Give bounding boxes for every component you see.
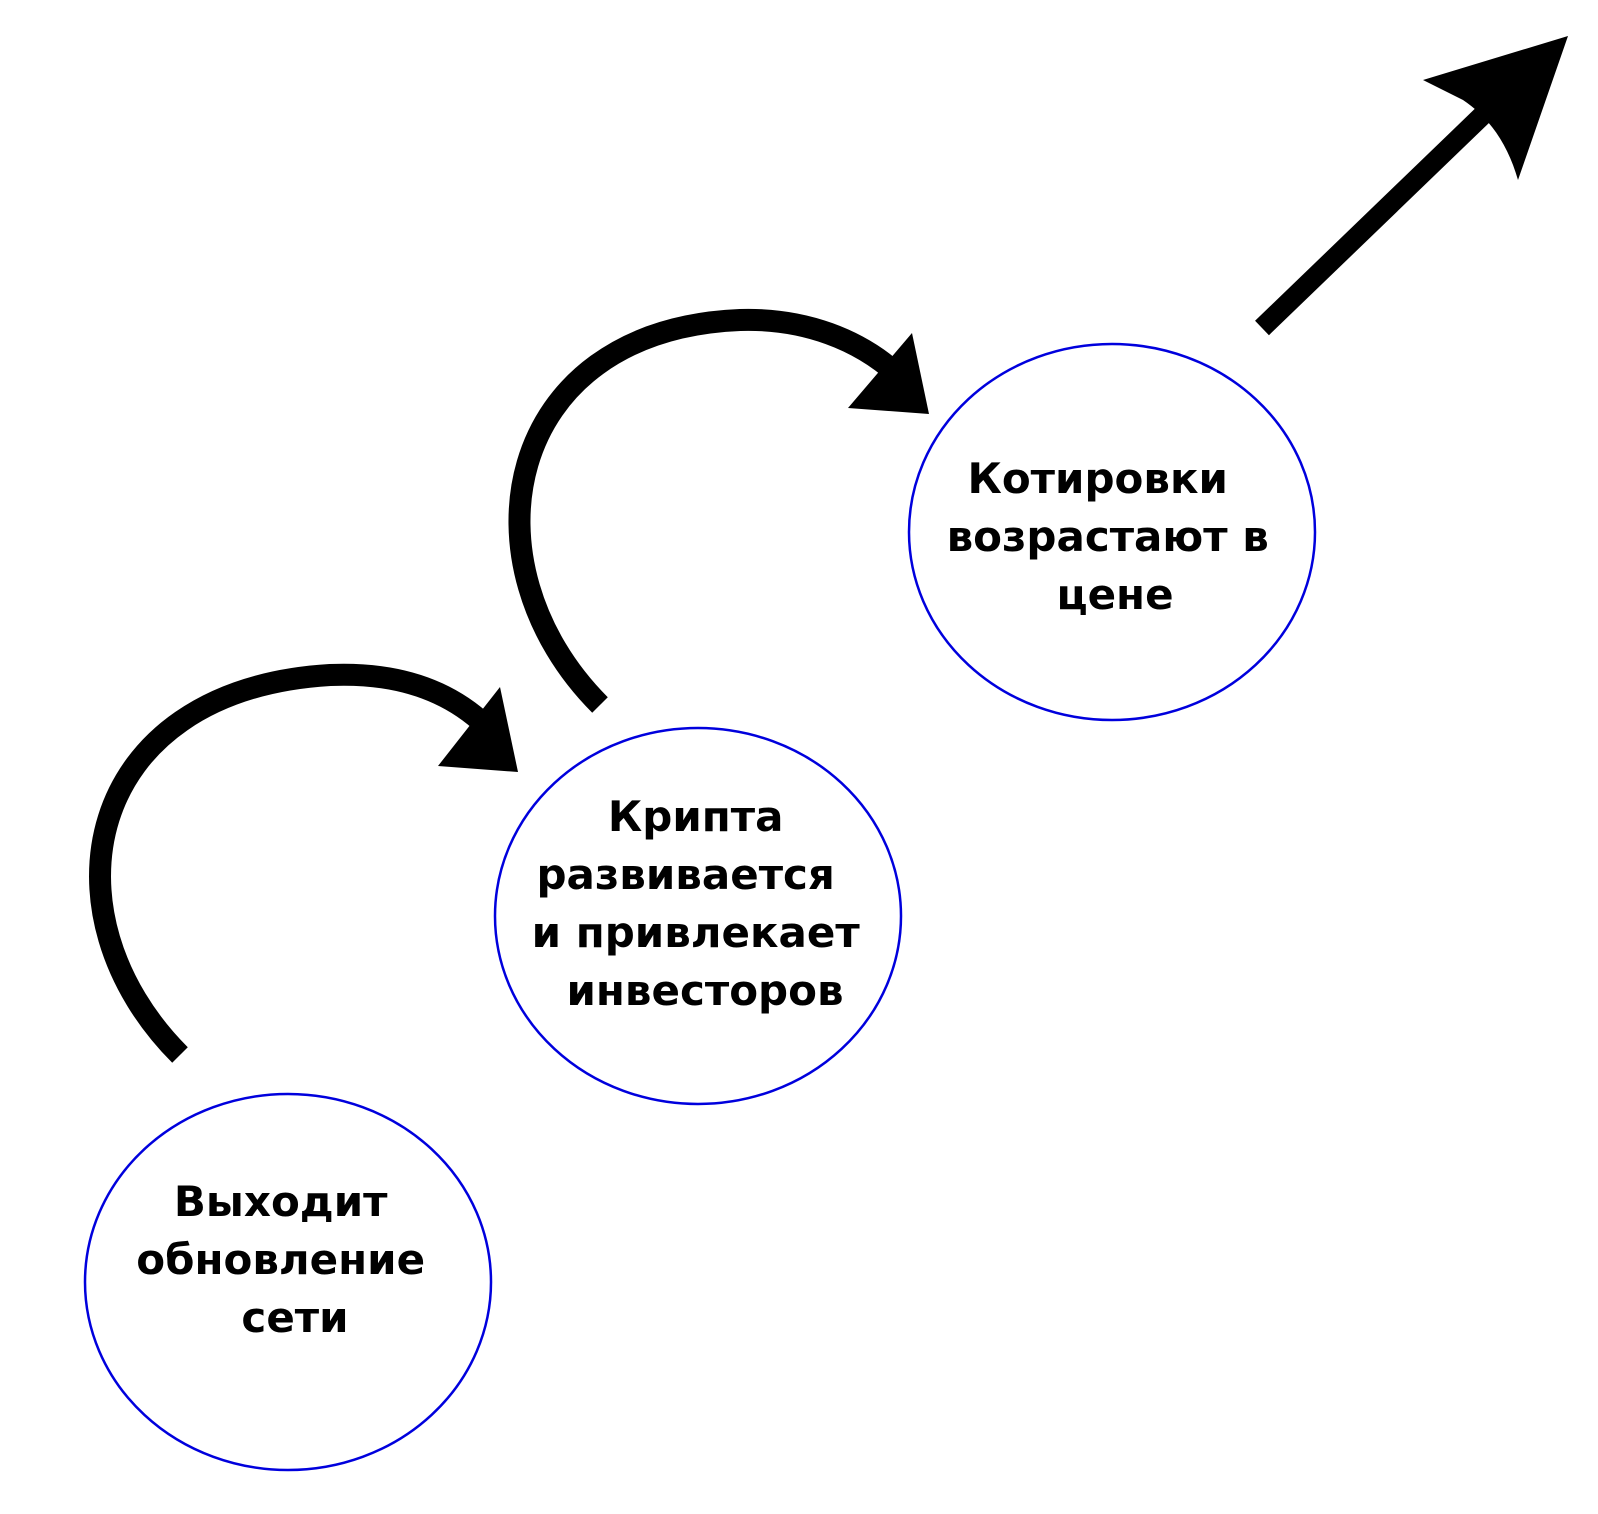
step-2: Крипта развивается и привлекает инвестор… [493,726,903,1106]
step-2-label: Крипта развивается и привлекает инвестор… [532,792,875,1015]
step-2-line-2: развивается [536,850,834,899]
step-3-line-3: цене [1056,570,1173,619]
step-3-circle [907,342,1317,722]
step-3-line-2: возрастают в [947,512,1269,561]
step-2-line-4: инвесторов [566,966,843,1015]
step-2-circle [493,726,903,1106]
rising-arrow [1255,36,1568,336]
curved-arrow-2 [508,308,929,713]
step-2-line-1: Крипта [608,792,784,841]
step-3-line-1: Котировки [967,454,1227,503]
step-1-label: Выходит обновление сети [136,1177,439,1342]
step-1-line-3: сети [241,1293,348,1342]
curved-arrow-1 [89,663,518,1063]
step-1-circle [83,1092,493,1472]
step-1: Выходит обновление сети [83,1092,493,1472]
step-3: Котировки возрастают в цене [907,342,1317,722]
step-2-line-3: и привлекает [532,908,861,957]
step-3-label: Котировки возрастают в цене [947,454,1284,619]
step-1-line-1: Выходит [174,1177,388,1226]
step-1-line-2: обновление [136,1235,425,1284]
